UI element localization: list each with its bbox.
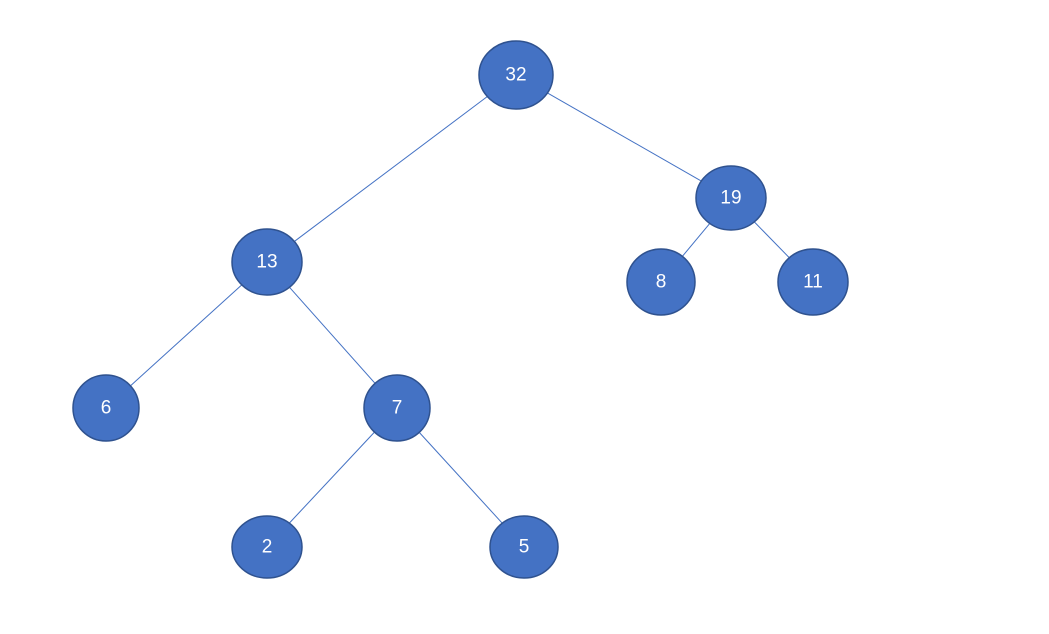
tree-edge-n19-n11 <box>753 221 790 259</box>
tree-node-circle <box>72 374 140 442</box>
tree-node-19: 19 <box>695 165 767 231</box>
tree-node-circle <box>489 515 559 579</box>
tree-node-circle <box>231 515 303 579</box>
tree-node-circle <box>777 248 849 316</box>
tree-node-label: 2 <box>262 537 273 558</box>
tree-node-32: 32 <box>478 40 554 110</box>
tree-edge-n32-n19 <box>547 92 702 182</box>
tree-edge-n7-n5 <box>418 432 503 524</box>
tree-edge-n7-n2 <box>288 431 375 524</box>
tree-node-circle <box>478 40 554 110</box>
tree-node-label: 13 <box>256 252 277 273</box>
tree-node-circle <box>695 165 767 231</box>
tree-node-label: 8 <box>656 272 667 293</box>
tree-node-label: 6 <box>101 398 112 419</box>
tree-node-label: 19 <box>720 188 741 209</box>
tree-node-label: 11 <box>803 272 823 293</box>
tree-node-2: 2 <box>231 515 303 579</box>
edges-layer <box>130 92 790 524</box>
tree-node-label: 7 <box>392 398 403 419</box>
tree-edge-n13-n6 <box>130 284 243 387</box>
tree-node-label: 32 <box>505 65 526 86</box>
tree-edge-n32-n13 <box>294 96 488 242</box>
tree-node-11: 11 <box>777 248 849 316</box>
tree-node-circle <box>231 228 303 296</box>
tree-node-label: 5 <box>519 537 530 558</box>
tree-node-circle <box>626 248 696 316</box>
tree-edge-n13-n7 <box>289 286 376 384</box>
tree-edge-n19-n8 <box>681 223 711 257</box>
tree-node-circle <box>363 374 431 442</box>
tree-node-7: 7 <box>363 374 431 442</box>
tree-node-5: 5 <box>489 515 559 579</box>
nodes-layer: 32 13 19 6 7 8 11 2 5 <box>72 40 849 579</box>
tree-node-13: 13 <box>231 228 303 296</box>
tree-node-8: 8 <box>626 248 696 316</box>
tree-node-6: 6 <box>72 374 140 442</box>
